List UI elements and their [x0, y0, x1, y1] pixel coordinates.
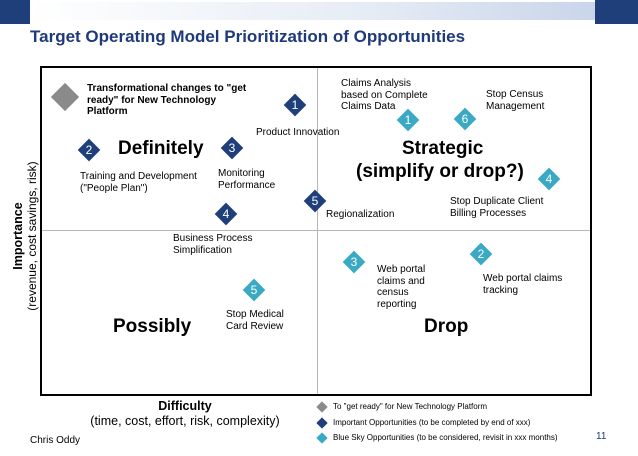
diamond-icon: [316, 417, 328, 429]
item-number: 5: [311, 194, 319, 208]
claims-analysis-label: Claims Analysis based on Complete Claims…: [341, 78, 428, 113]
label-line: Billing Processes: [450, 207, 527, 219]
y-axis-subtitle: (revenue, cost savings, risk): [25, 161, 39, 311]
label-line: Training and Development: [80, 171, 197, 182]
matrix-frame: [40, 66, 592, 396]
label-line: Card Review: [226, 320, 284, 332]
label-line: Simplification: [173, 244, 232, 256]
label-line: census: [377, 287, 409, 298]
page-number: 11: [596, 431, 607, 442]
horizontal-divider: [42, 230, 590, 231]
regionalization-label: Regionalization: [326, 209, 395, 220]
web-portal-claims-label: Web portal claims tracking: [483, 273, 562, 296]
quadrant-strategic-title: Strategic: [402, 138, 484, 159]
item-number: 3: [228, 141, 236, 155]
item-number: 1: [404, 113, 412, 127]
diamond-icon: [316, 401, 328, 413]
bpm-label: Business Process Simplification: [173, 233, 252, 256]
item-number: 4: [222, 207, 230, 221]
item-number: 1: [291, 98, 299, 112]
item-number: 2: [477, 247, 485, 261]
quadrant-drop: Drop: [424, 316, 469, 337]
stop-census-label: Stop Census Management: [486, 89, 544, 112]
stop-medical-label: Stop Medical Card Review: [226, 309, 284, 332]
transformational-label: Transformational changes to "get ready" …: [87, 83, 246, 118]
x-axis-label: Difficulty (time, cost, effort, risk, co…: [70, 399, 300, 429]
label-line: Stop Census: [486, 89, 544, 100]
banner-gradient: [30, 2, 595, 20]
y-axis-title: Importance: [11, 202, 25, 270]
item-number: 4: [545, 172, 553, 186]
product-innovation-label: Product Innovation: [256, 127, 340, 138]
label-line: Transformational changes to "get: [87, 83, 247, 94]
label-line: Claims Analysis: [341, 78, 412, 89]
author-name: Chris Oddy: [30, 435, 81, 446]
quadrant-possibly: Possibly: [113, 316, 192, 337]
monitoring-label: Monitoring Performance: [218, 168, 275, 191]
item-number: 5: [250, 283, 258, 297]
label-line: Stop Duplicate Client: [450, 196, 544, 207]
banner-block: [0, 0, 30, 24]
legend-grey-label: To "get ready" for New Technology Platfo…: [333, 402, 488, 411]
x-axis-title: Difficulty: [158, 399, 212, 413]
legend-navy-label: Important Opportunities (to be completed…: [333, 418, 531, 427]
label-line: Web portal claims: [483, 273, 563, 284]
label-line: Business Process: [173, 233, 253, 244]
item-number: 3: [350, 255, 358, 269]
training-label: Training and Development ("People Plan"): [80, 171, 197, 194]
stop-duplicate-label: Stop Duplicate Client Billing Processes: [450, 196, 543, 219]
top-banner: [0, 0, 638, 24]
label-line: Management: [486, 100, 545, 112]
label-line: tracking: [483, 284, 519, 296]
legend-teal-label: Blue Sky Opportunities (to be considered…: [333, 433, 558, 442]
x-axis-subtitle: (time, cost, effort, risk, complexity): [90, 414, 280, 428]
item-number: 2: [85, 143, 93, 157]
quadrant-strategic-subtitle: (simplify or drop?): [356, 161, 524, 182]
label-line: based on Complete: [341, 89, 428, 101]
label-line: Platform: [87, 106, 128, 117]
label-line: ready" for New Technology: [87, 94, 217, 106]
label-line: reporting: [377, 298, 417, 310]
page-title: Target Operating Model Prioritization of…: [30, 27, 466, 46]
item-number: 6: [461, 112, 469, 126]
label-line: Web portal: [377, 264, 426, 275]
label-line: ("People Plan"): [80, 182, 148, 194]
label-line: claims and: [377, 275, 425, 287]
label-line: Performance: [218, 179, 276, 191]
y-axis-label: Importance (revenue, cost savings, risk): [11, 126, 39, 346]
label-line: Claims Data: [341, 101, 396, 112]
banner-block: [595, 0, 638, 24]
diamond-icon: [316, 432, 328, 444]
label-line: Monitoring: [218, 168, 265, 179]
web-portal-census-label: Web portal claims and census reporting: [377, 264, 425, 310]
quadrant-definitely: Definitely: [118, 138, 204, 159]
label-line: Stop Medical: [226, 309, 284, 320]
vertical-divider: [317, 68, 318, 394]
